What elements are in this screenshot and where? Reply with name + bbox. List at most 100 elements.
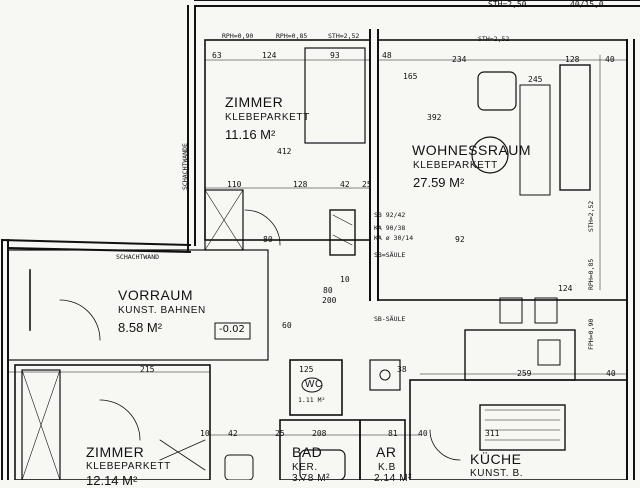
outer-wall-left-upper bbox=[187, 5, 196, 251]
dim-80-b: 80 bbox=[263, 235, 273, 244]
room-floor-bad: KER. bbox=[292, 462, 318, 473]
room-area-ar: 2.14 M² bbox=[374, 473, 413, 484]
dim-10-b: 10 bbox=[200, 429, 210, 438]
room-name-ar: AR bbox=[376, 444, 397, 460]
room-name-kueche: KÜCHE bbox=[470, 451, 522, 467]
room-area-vorraum: 8.58 M² bbox=[118, 320, 163, 335]
room-name-zimmer-top: ZIMMER bbox=[225, 94, 284, 110]
top-label-corner: 40/15,0 bbox=[570, 0, 604, 9]
chair-1 bbox=[499, 297, 523, 324]
zimmer-bottom-bounds bbox=[14, 364, 211, 480]
note-schachtwand: SCHACHTWAND bbox=[116, 253, 160, 261]
dim-92: 92 bbox=[455, 235, 465, 244]
note-saeule-2: SB-SÄULE bbox=[374, 315, 406, 323]
level-box-label: -0.02 bbox=[219, 324, 245, 335]
dim-124: 124 bbox=[262, 51, 277, 60]
room-area-zimmer-bottom: 12.14 M² bbox=[86, 473, 138, 488]
dim-10: 10 bbox=[340, 275, 350, 284]
dim-42-b: 42 bbox=[228, 429, 238, 438]
dim-60: 60 bbox=[282, 321, 292, 330]
room-floor-zimmer-top: KLEBEPARKETT bbox=[225, 112, 310, 123]
dim-311: 311 bbox=[485, 429, 500, 438]
note-sth-right: STH=2,52 bbox=[587, 200, 595, 232]
dim-259: 259 bbox=[517, 369, 532, 378]
armchair-2 bbox=[471, 136, 509, 174]
bathtub bbox=[299, 449, 346, 480]
wardrobe-bottom bbox=[21, 369, 61, 480]
kueche-door bbox=[429, 429, 461, 461]
dim-80: 80 bbox=[323, 286, 333, 295]
chair-3 bbox=[537, 339, 561, 366]
room-floor-zimmer-bottom: KLEBEPARKETT bbox=[86, 461, 171, 472]
dim-40-b: 40 bbox=[606, 369, 616, 378]
dim-128-b: 128 bbox=[293, 180, 308, 189]
note-ka-1: KA 90/38 bbox=[374, 224, 406, 232]
chair-2 bbox=[534, 297, 558, 324]
room-name-bad: BAD bbox=[292, 444, 323, 460]
wc-bowl bbox=[301, 377, 323, 393]
dim-245: 245 bbox=[528, 75, 543, 84]
dim-412: 412 bbox=[277, 147, 292, 156]
zimmer-bottom-door bbox=[99, 399, 141, 441]
vorraum-bounds bbox=[7, 249, 269, 361]
note-saeule-1: SB=SÄULE bbox=[374, 251, 406, 259]
dim-93: 93 bbox=[330, 51, 340, 60]
dim-25-b: 25 bbox=[275, 429, 285, 438]
dim-200: 200 bbox=[322, 296, 337, 305]
kueche-bounds bbox=[409, 379, 628, 480]
dim-215: 215 bbox=[140, 365, 155, 374]
note-ka-2: KA ø 30/14 bbox=[374, 234, 414, 242]
dim-124-b: 124 bbox=[558, 284, 573, 293]
dim-165: 165 bbox=[403, 72, 418, 81]
appliance bbox=[369, 359, 401, 391]
dim-40: 40 bbox=[605, 55, 615, 64]
wohnraum-bounds bbox=[377, 39, 628, 301]
ar-bounds bbox=[359, 419, 406, 480]
top-label-sth-b: STH=2,52 bbox=[328, 32, 360, 40]
room-area-wohnraum: 27.59 M² bbox=[413, 175, 465, 190]
dim-63: 63 bbox=[212, 51, 222, 60]
dim-40-c: 40 bbox=[418, 429, 428, 438]
dim-234: 234 bbox=[452, 55, 467, 64]
dim-81: 81 bbox=[388, 429, 398, 438]
vorraum-door bbox=[59, 299, 101, 341]
room-floor-vorraum: KUNST. BAHNEN bbox=[118, 305, 206, 316]
sofa-seat bbox=[519, 84, 551, 196]
dim-42: 42 bbox=[340, 180, 350, 189]
dim-38: 38 bbox=[397, 365, 407, 374]
outer-wall-right bbox=[626, 39, 635, 480]
sofa-back bbox=[559, 64, 591, 191]
top-label-sth-a: STH=2,50 bbox=[488, 0, 527, 9]
level-box bbox=[214, 322, 251, 340]
dim-25: 25 bbox=[362, 180, 372, 189]
dim-125: 125 bbox=[299, 365, 314, 374]
top-label-rph-a: RPH=0,90 bbox=[222, 32, 254, 40]
room-area-bad: 3.78 M² bbox=[292, 473, 331, 484]
room-name-wc: WC bbox=[305, 379, 323, 390]
dim-392: 392 bbox=[427, 113, 442, 122]
zimmer-top-door bbox=[244, 209, 281, 246]
bed-top bbox=[304, 47, 366, 144]
room-floor-wohnraum: KLEBEPARKETT bbox=[413, 160, 498, 171]
room-area-zimmer-top: 11.16 M² bbox=[225, 127, 276, 142]
top-label-sth-c: STH=2,52 bbox=[478, 35, 510, 43]
note-sb: SB 92/42 bbox=[374, 211, 406, 219]
room-name-zimmer-bottom: ZIMMER bbox=[86, 444, 145, 460]
shaft-box bbox=[329, 209, 356, 256]
outer-wall-top bbox=[194, 0, 640, 7]
partition-wall bbox=[369, 29, 379, 301]
sink bbox=[224, 454, 254, 480]
dim-208: 208 bbox=[312, 429, 327, 438]
note-fph-right: FPH=0,90 bbox=[587, 318, 595, 350]
wc-bounds bbox=[289, 359, 343, 416]
note-schachtwand-vertical: SCHACHTWANDE bbox=[181, 143, 189, 190]
bed-bottom-lines bbox=[159, 439, 206, 471]
room-area-wc: 1.11 M² bbox=[298, 396, 326, 404]
top-label-rph-b: RPH=0,85 bbox=[276, 32, 308, 40]
outer-wall-left-lower bbox=[1, 239, 9, 480]
room-floor-ar: K.B bbox=[378, 462, 396, 473]
dim-48: 48 bbox=[382, 51, 392, 60]
kitchen-counter bbox=[479, 404, 566, 451]
armchair bbox=[477, 71, 517, 111]
